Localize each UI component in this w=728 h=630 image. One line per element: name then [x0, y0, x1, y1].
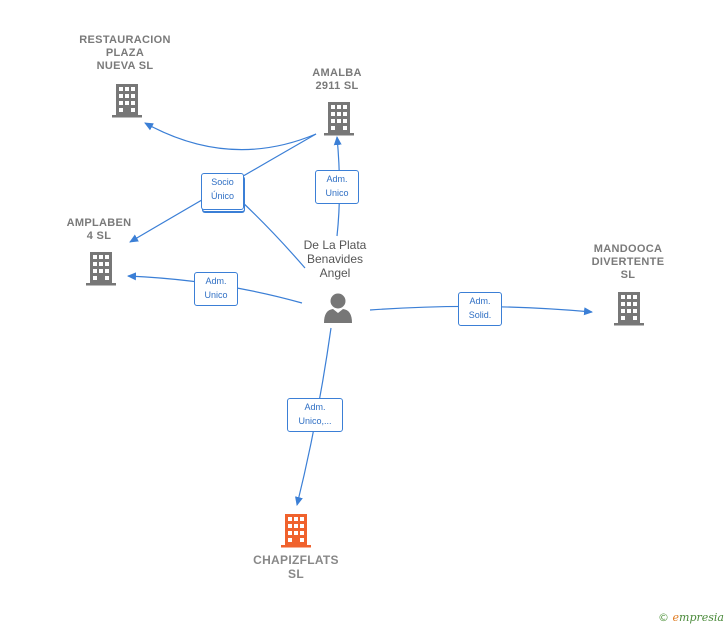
brand-name: mpresia: [679, 611, 724, 624]
edge-label-amalba-adm: Adm. Unico: [315, 170, 359, 204]
person-label[interactable]: De La Plata Benavides Angel: [303, 238, 367, 280]
company-label-restauracion[interactable]: RESTAURACION PLAZA NUEVA SL: [79, 34, 171, 72]
company-label-chapizflats[interactable]: CHAPIZFLATS SL: [253, 553, 339, 581]
building-icon[interactable]: [614, 292, 644, 326]
company-label-mandooca[interactable]: MANDOOCA DIVERTENTE SL: [591, 243, 665, 281]
person-icon[interactable]: [324, 293, 352, 324]
brand-initial: e: [672, 611, 680, 624]
building-icon[interactable]: [86, 252, 116, 286]
company-label-amalba[interactable]: AMALBA 2911 SL: [312, 67, 362, 92]
copyright-brand: © empresia: [658, 611, 724, 624]
edge-label-chapizflats-adm: Adm. Unico,...: [287, 398, 343, 432]
company-label-amplaben[interactable]: AMPLABEN 4 SL: [66, 217, 132, 242]
edge-label-mandooca-adm: Adm. Solid.: [458, 292, 502, 326]
edge-amalba-to-restauracion: [144, 122, 317, 151]
building-icon[interactable]: [324, 102, 354, 136]
edge-person-to-socio: [239, 199, 306, 269]
edge-label-amplaben-adm: Adm. Unico: [194, 272, 238, 306]
building-focus-icon[interactable]: [281, 514, 311, 548]
copyright-symbol: ©: [658, 611, 670, 624]
edge-label-socio-unico: Socio Único: [201, 173, 244, 210]
building-icon[interactable]: [112, 84, 142, 118]
